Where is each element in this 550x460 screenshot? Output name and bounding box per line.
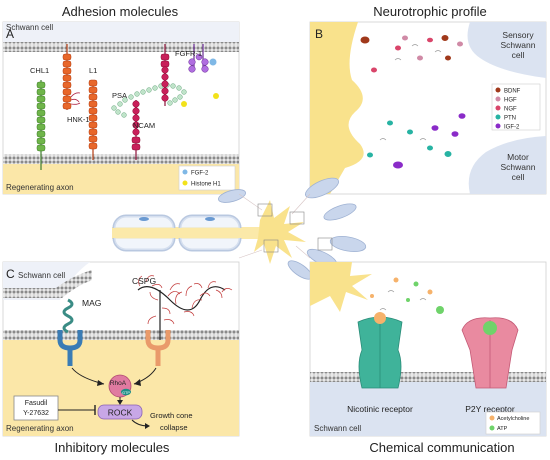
schwann-cell [329, 236, 367, 252]
motor-label-1: Motor [507, 152, 529, 162]
legend-bdnf-swatch [495, 87, 501, 93]
inhibitor-box [13, 395, 59, 421]
panel-d-schwann-label: Schwann cell [314, 424, 361, 433]
legend-bdnf-label: BDNF [504, 89, 521, 95]
legend-igf2-swatch [495, 123, 501, 129]
hnk1-label: HNK-1 [67, 115, 90, 124]
p2y-label: P2Y receptor [465, 404, 515, 414]
panel-a-legend [178, 165, 236, 191]
motor-schwann-cell [468, 136, 546, 194]
nicotinic-label: Nicotinic receptor [347, 404, 413, 414]
panel-d-growth-cone [310, 262, 372, 312]
fgf2-particle [209, 58, 217, 66]
sensory-label-1: Sensory [502, 30, 534, 40]
sensory-label-2: Schwann [501, 40, 536, 50]
collapse-label-2: collapse [160, 423, 188, 432]
rock-node [97, 404, 143, 420]
rock-label: ROCK [108, 408, 133, 418]
title-inhibitory: Inhibitory molecules [55, 440, 170, 455]
legend-ngf-swatch [495, 105, 501, 111]
ncam-label: NCAM [133, 121, 155, 130]
p2y-receptor [461, 317, 519, 389]
growth-cone [310, 22, 364, 194]
panel-d-legend [485, 411, 541, 435]
panel-d: D Schwann cell Nicotinic receptor [309, 261, 547, 437]
neurotrophic-particles [360, 35, 466, 169]
motor-label-3: cell [512, 172, 525, 182]
psa-label: PSA [112, 91, 127, 100]
legend-ngf-label: NGF [504, 107, 517, 113]
fgfr1-molecule [188, 44, 217, 73]
l1-molecule [88, 79, 98, 160]
legend-histone-swatch [182, 180, 188, 186]
legend-hgf-swatch [495, 96, 501, 102]
panel-c: C Schwann cell Regenerating axon MAG [2, 261, 240, 437]
chl1-label: CHL1 [30, 66, 49, 75]
legend-acetylcholine-swatch [489, 415, 495, 421]
histone-particle [181, 101, 187, 107]
legend-acetylcholine-label: Acetylcholine [497, 416, 529, 422]
cspg-label: CSPG [132, 276, 156, 286]
motor-label-2: Schwann [501, 162, 536, 172]
fgfr1-label: FGFR-1 [175, 49, 202, 58]
panel-c-letter: C [6, 267, 15, 281]
mag-molecule [57, 298, 83, 366]
legend-ptn-swatch [495, 114, 501, 120]
legend-fgf2-swatch [182, 169, 188, 175]
legend-fgf2-label: FGF-2 [191, 171, 209, 177]
legend-igf2-label: IGF-2 [504, 125, 520, 131]
nicotinic-receptor [357, 312, 403, 389]
panel-a-schwann-label: Schwann cell [6, 23, 53, 32]
center-overview [112, 177, 367, 280]
chl1-molecule [36, 80, 46, 170]
panel-c-schwann-label: Schwann cell [18, 271, 65, 280]
inhibitor-label-2: Y-27632 [23, 410, 49, 417]
legend-atp-swatch [489, 425, 495, 431]
legend-ptn-label: PTN [504, 116, 516, 122]
gtp-node [121, 388, 131, 396]
ncam-molecule [131, 44, 170, 160]
legend-hgf-label: HGF [504, 98, 517, 104]
hnk1-molecule [62, 44, 81, 110]
inhibitor-label-1: Fasudil [25, 400, 48, 407]
title-neurotrophic: Neurotrophic profile [373, 4, 486, 19]
schwann-cell [323, 203, 357, 221]
released-particles [370, 277, 444, 314]
l1-label: L1 [89, 66, 97, 75]
panel-b: B Sensory Schwann cell Motor Schwann cel… [309, 21, 547, 195]
schwann-cell [305, 177, 339, 199]
legend-atp-label: ATP [497, 426, 508, 432]
cspg-molecule [137, 275, 233, 366]
mag-label: MAG [82, 298, 101, 308]
panel-c-axon-label: Regenerating axon [6, 424, 74, 433]
legend-histone-label: Histone H1 [191, 182, 221, 188]
psa-chain [111, 82, 187, 118]
title-adhesion: Adhesion molecules [62, 4, 179, 19]
panel-b-letter: B [315, 27, 323, 41]
rhoa-label: RhoA [110, 380, 127, 387]
collapse-label-1: Growth cone [150, 411, 193, 420]
gtp-label: GTP [122, 391, 130, 395]
sensory-schwann-cell [467, 22, 546, 78]
histone-particle [213, 93, 219, 99]
panel-a-axon-label: Regenerating axon [6, 183, 74, 192]
sensory-label-3: cell [512, 50, 525, 60]
title-chemical: Chemical communication [369, 440, 514, 455]
panel-a-letter: A [6, 27, 14, 41]
schwann-cell [218, 189, 246, 203]
panel-a: A Schwann cell Regenerating axon CHL1 [2, 21, 240, 195]
